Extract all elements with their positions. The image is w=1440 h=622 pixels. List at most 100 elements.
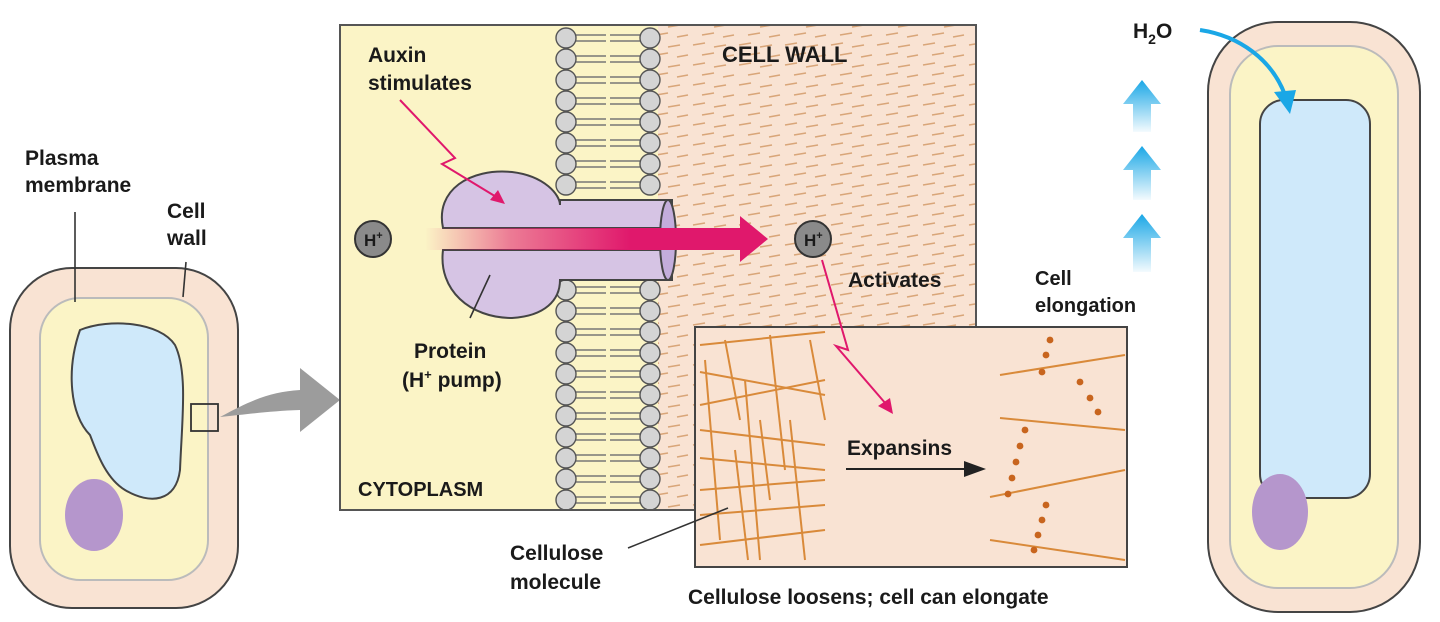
lipid-head [555,321,577,343]
expansin-dot [1004,490,1012,498]
expansin-dot [1042,501,1050,509]
expansin-dot [1012,458,1020,466]
expansin-inset: Expansins [694,326,1128,568]
cellulose-fiber [699,479,826,491]
panel-border [339,24,977,511]
expansin-arrow-head [964,461,986,477]
elongation-arrow-1 [1123,214,1161,272]
cellulose-fiber [744,379,761,561]
cell-elongation-label: Cell elongation [1035,268,1136,317]
lipid-head [639,300,661,322]
cellulose-fiber [699,457,826,471]
elongation-arrow-2 [1123,146,1161,200]
loosened-cellulose [989,336,1126,561]
lipid-head [555,468,577,490]
cellulose-fiber [724,339,741,421]
lipid-head [639,279,661,301]
protein-leader [469,274,491,319]
water-arrow [1199,28,1287,96]
protein-label: Protein (H+ pump) [402,340,502,392]
cellulose-fiber [699,379,826,406]
cellulose-fiber [989,469,1126,498]
pump-upper-lobe [440,170,673,229]
cell-wall-leader [182,261,187,298]
lipid-head [555,489,577,511]
cellulose-fiber [699,331,826,346]
cellulose-fiber [989,539,1126,561]
cellulose-leader [627,507,729,549]
expansin-dot [1086,394,1094,402]
elongated-cell-vacuole [1259,99,1371,499]
lipid-head [555,426,577,448]
proton-cell-wall: H+ [794,220,832,258]
proton-cytoplasm: H+ [354,220,392,258]
lipid-head [639,447,661,469]
auxin-arrow [399,99,499,199]
lipid-head [639,342,661,364]
lipid-head [555,342,577,364]
lipid-head [639,468,661,490]
lipid-head [639,384,661,406]
lipid-head [639,132,661,154]
lipid-head [639,174,661,196]
expansin-dot [1016,442,1024,450]
lipid-head [555,48,577,70]
original-cell-nucleus [65,479,123,551]
expansin-dot [1042,351,1050,359]
lipid-head [555,447,577,469]
lipid-head [639,405,661,427]
lipid-head [639,48,661,70]
cell-wall-title: CELL WALL [722,42,847,67]
lipid-head [639,90,661,112]
auxin-arrow-head [490,190,505,204]
plasma-membrane-label: Plasma membrane [25,147,131,197]
lipid-head [639,489,661,511]
lipid-head [639,111,661,133]
zoom-arrow [220,368,340,432]
lipid-head [555,69,577,91]
expansin-dot [1038,516,1046,524]
lipid-head [639,321,661,343]
cellulose-fiber [999,354,1126,376]
pump-lower-lobe [441,249,673,320]
lipid-head [639,153,661,175]
original-cell [9,267,239,609]
original-cell-vacuole [70,322,185,500]
cellulose-fiber [699,371,826,396]
proton-pump [440,170,677,320]
cytoplasm-title: CYTOPLASM [358,479,483,501]
elongation-arrow-3 [1123,80,1161,132]
expansin-dot [1046,336,1054,344]
cellulose-fiber [809,339,826,421]
membrane-detail-panel [339,24,977,511]
cellulose-fiber [704,359,721,541]
lipid-head [555,132,577,154]
activates-label: Activates [848,269,941,292]
lipid-head [639,27,661,49]
water-label: H2O [1133,20,1172,47]
expansin-dot [1021,426,1029,434]
activation-arrow [821,259,887,405]
cellulose-network [699,331,826,561]
cellulose-label: Cellulose molecule [510,542,609,594]
lipid-head [639,426,661,448]
cellulose-fiber [699,504,826,516]
cellulose-fiber [789,419,806,561]
cellulose-fiber [734,449,749,561]
expansins-label: Expansins [847,437,952,460]
expansin-dot [1038,368,1046,376]
svg-text:H+: H+ [804,230,823,250]
auxin-label: Auxin stimulates [368,44,472,95]
expansin-dot [1034,531,1042,539]
lipid-head [555,405,577,427]
lipid-bilayer [555,27,661,511]
lipid-head [555,384,577,406]
cellulose-fiber [769,334,786,471]
lipid-head [555,153,577,175]
lipid-head [555,90,577,112]
cellulose-fiber [699,529,826,546]
lipid-head [555,174,577,196]
svg-text:H+: H+ [364,230,383,250]
lipid-head [555,363,577,385]
